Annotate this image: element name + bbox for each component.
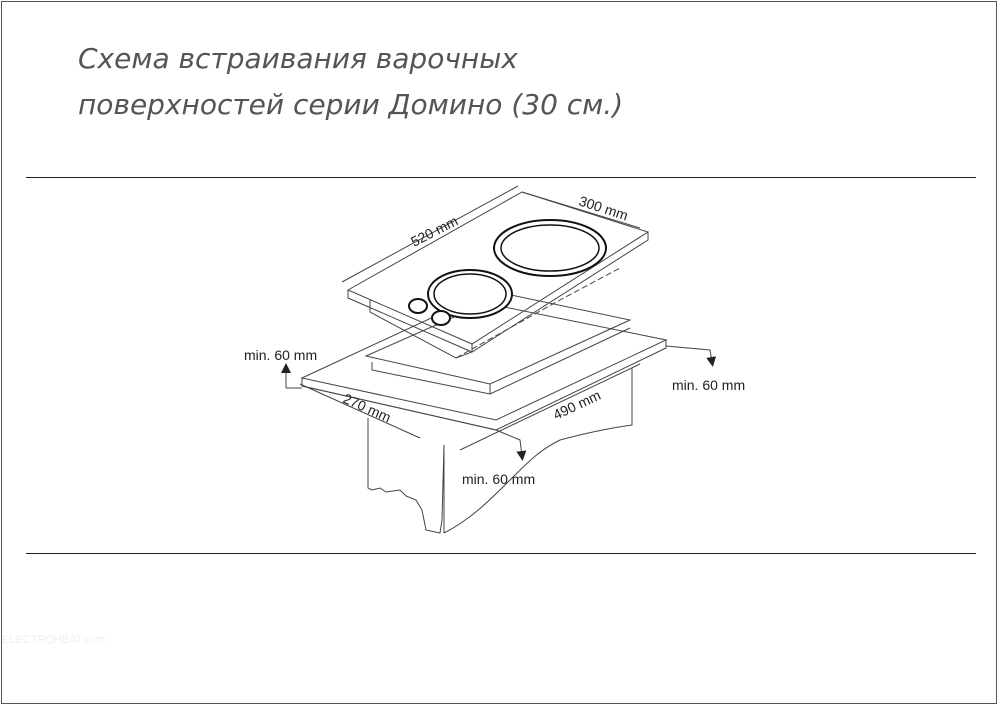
dim-line-300 bbox=[521, 191, 641, 229]
divider-bottom bbox=[26, 553, 976, 554]
dim-line-520 bbox=[341, 185, 519, 283]
title-line-2: поверхностей серии Домино (30 см.) bbox=[78, 88, 624, 121]
watermark: ELECTROHEAT.com bbox=[2, 634, 106, 646]
dimension-lines bbox=[281, 185, 717, 461]
dim-line-270 bbox=[299, 383, 421, 439]
page-title: Схема встраивания варочных поверхностей … bbox=[78, 36, 623, 128]
label-hob-width: 300 mm bbox=[577, 193, 630, 224]
title-line-1: Схема встраивания варочных bbox=[78, 42, 518, 75]
countertop-front-edge bbox=[301, 340, 667, 431]
arrow-bottom-clearance bbox=[495, 429, 527, 461]
cutout-depth-lines bbox=[371, 327, 631, 395]
burner-rear-inner bbox=[500, 224, 600, 272]
cabinet bbox=[367, 368, 633, 534]
control-knob-2 bbox=[431, 310, 451, 326]
label-clearance-right: min. 60 mm bbox=[672, 377, 745, 393]
label-cutout-length: 490 mm bbox=[551, 387, 604, 423]
hob bbox=[346, 191, 650, 359]
label-cutout-depth: 270 mm bbox=[341, 390, 394, 425]
countertop-lower-edge bbox=[301, 385, 497, 431]
label-clearance-left: min. 60 mm bbox=[244, 347, 317, 363]
cabinet-left-wall bbox=[367, 418, 445, 534]
dim-line-490 bbox=[459, 363, 641, 451]
control-knob-1 bbox=[408, 298, 428, 314]
burner-front-inner bbox=[433, 273, 507, 315]
arrow-right-clearance bbox=[665, 345, 717, 367]
label-clearance-bottom: min. 60 mm bbox=[462, 471, 535, 487]
cabinet-right-wall bbox=[443, 368, 633, 534]
divider-top bbox=[26, 177, 976, 178]
hob-vent-slots bbox=[455, 267, 621, 359]
hob-base-block bbox=[369, 300, 473, 359]
